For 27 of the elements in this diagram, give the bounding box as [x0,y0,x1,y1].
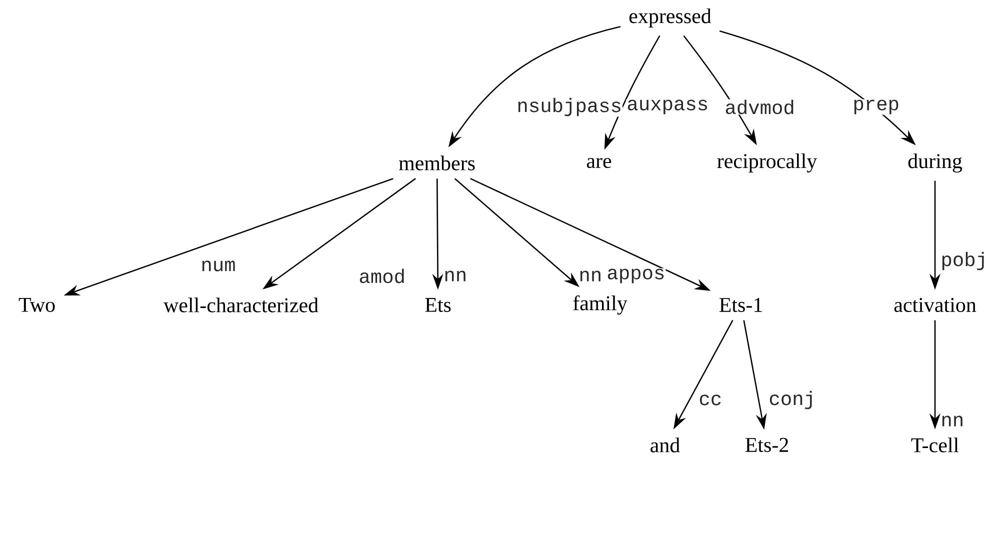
edge-label: amod [358,268,406,284]
edge-label: pobj [940,251,988,271]
word: well-characterized [164,298,318,312]
edge-label: nn [443,270,468,282]
edge-label: auxpass [626,99,710,115]
word: members [398,156,475,170]
word: are [586,158,612,168]
word: family [573,295,628,315]
edge-label: nsubjpass [516,97,623,117]
edge-label: appos [606,268,666,284]
edge-label: nn [940,415,965,427]
word: T-cell [911,438,959,452]
word: Ets [425,298,451,312]
word: activation [894,298,976,312]
word: during [908,153,962,173]
edge-label: prep [852,99,900,115]
word: Ets-2 [745,438,788,452]
word: expressed [629,8,712,28]
word: Two [18,298,55,312]
edge-label: cc [698,394,723,406]
word: and [650,438,680,452]
edge-label: conj [768,390,816,410]
word: reciprocally [717,153,818,173]
word: Ets-1 [719,298,762,312]
edge-label: advmod [724,99,796,115]
edge-label: num [200,260,236,272]
edge-label: nn [578,270,603,282]
